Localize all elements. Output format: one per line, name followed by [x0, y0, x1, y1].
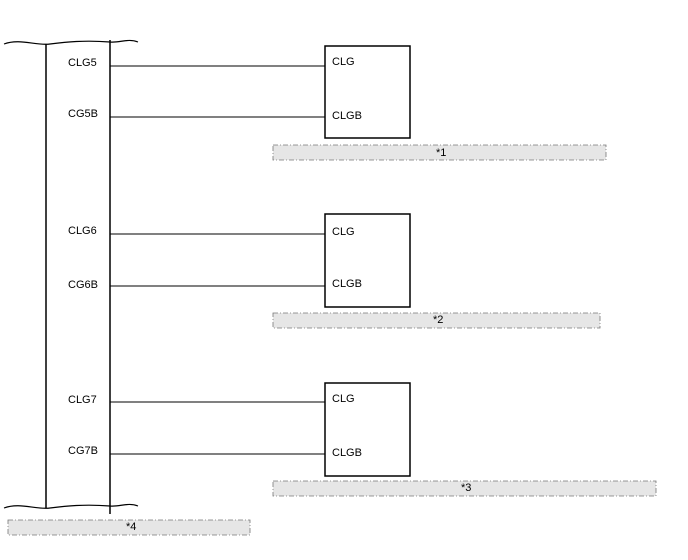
bus-pin-cg5b: CG5B: [68, 108, 98, 120]
bus-pin-clg7: CLG7: [68, 394, 97, 406]
component-2: CLG CLGB: [324, 213, 411, 308]
note-1-box: [272, 144, 607, 161]
note-3-box: [272, 480, 657, 497]
note-2-label: *2: [433, 314, 443, 326]
bus-top-break-line: [3, 39, 139, 45]
note-2-box: [272, 312, 601, 329]
component-2-box: [324, 213, 411, 308]
component-3-pin-clgb: CLGB: [332, 447, 362, 459]
note-3: *3: [272, 480, 657, 497]
bus-bottom-break-line: [3, 503, 139, 509]
note-3-label: *3: [461, 482, 471, 494]
bus-pin-cg7b: CG7B: [68, 445, 98, 457]
component-2-pin-clg: CLG: [332, 226, 355, 238]
component-1-pin-clgb: CLGB: [332, 110, 362, 122]
note-4-box: [7, 519, 251, 536]
bus-pin-cg6b: CG6B: [68, 279, 98, 291]
wires: [110, 65, 325, 455]
bus-pin-clg6: CLG6: [68, 225, 97, 237]
note-2: *2: [272, 312, 601, 329]
note-4-label: *4: [126, 521, 136, 533]
component-3: CLG CLGB: [324, 382, 411, 477]
component-3-box: [324, 382, 411, 477]
note-1-label: *1: [436, 147, 446, 159]
note-1: *1: [272, 144, 607, 161]
component-2-pin-clgb: CLGB: [332, 278, 362, 290]
component-3-pin-clg: CLG: [332, 393, 355, 405]
component-1: CLG CLGB: [324, 45, 411, 139]
bus-pin-clg5: CLG5: [68, 57, 97, 69]
bus-connector: [3, 39, 139, 514]
note-4: *4: [7, 519, 251, 536]
component-1-box: [324, 45, 411, 139]
component-1-pin-clg: CLG: [332, 56, 355, 68]
